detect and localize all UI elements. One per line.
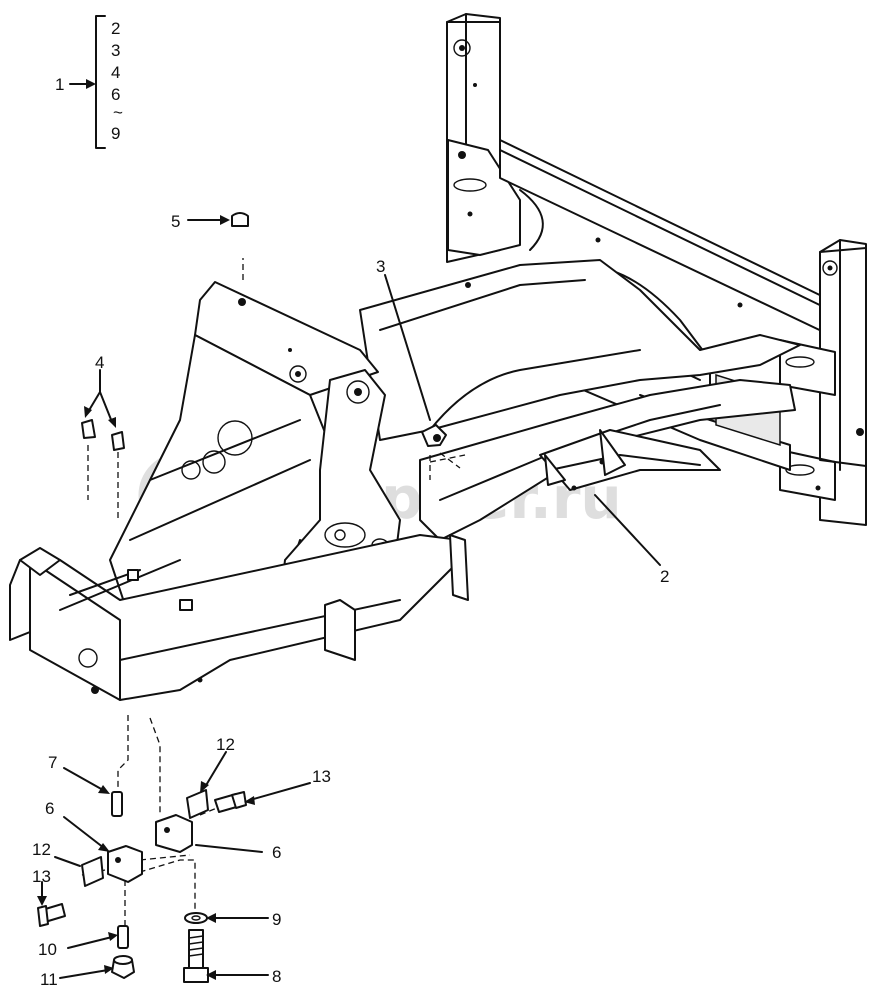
callout-3: 3 — [376, 257, 385, 276]
plate-part-12b — [81, 856, 104, 887]
callout-4: 4 — [95, 353, 104, 372]
callout-11: 11 — [40, 970, 58, 989]
rear-cross-beam — [499, 139, 831, 336]
assembly-component-3: 3 — [111, 41, 120, 60]
callout-labels: 1 2 3 4 6 ~ 9 5 3 4 2 7 6 6 12 13 12 13 … — [32, 19, 669, 989]
callout-13-top: 13 — [312, 767, 331, 786]
callout-9: 9 — [272, 910, 281, 929]
front-chassis — [9, 281, 469, 701]
callout-7: 7 — [48, 753, 57, 772]
callout-5: 5 — [171, 212, 180, 231]
callout-10: 10 — [38, 940, 57, 959]
assembly-component-6: 6 — [111, 85, 120, 104]
callout-13-left: 13 — [32, 867, 51, 886]
pin-part-7 — [111, 791, 123, 817]
callout-1: 1 — [55, 75, 64, 94]
callout-12-left: 12 — [32, 840, 51, 859]
plate-part-12a — [186, 789, 209, 819]
plug-part-5 — [231, 212, 249, 227]
rear-post-left — [446, 13, 521, 263]
callout-8: 8 — [272, 967, 281, 986]
washer-part-9 — [184, 912, 208, 924]
shim-part-4b — [111, 431, 125, 451]
main-frame-rails — [359, 259, 801, 541]
assembly-component-2: 2 — [111, 19, 120, 38]
callout-6-right: 6 — [272, 843, 281, 862]
callout-6-left: 6 — [45, 799, 54, 818]
assembly-component-9: 9 — [111, 124, 120, 143]
loose-parts — [37, 212, 447, 983]
pin-part-10 — [117, 925, 129, 949]
rear-post-right — [779, 239, 867, 526]
shim-part-4a — [81, 419, 96, 439]
callout-12-top: 12 — [216, 735, 235, 754]
block-part-6b — [107, 845, 143, 883]
assembly-component-4: 4 — [111, 63, 120, 82]
leader-lines — [37, 15, 661, 980]
callout-2: 2 — [660, 567, 669, 586]
assembly-component-range: ~ — [113, 103, 123, 122]
block-part-6a — [155, 814, 193, 853]
